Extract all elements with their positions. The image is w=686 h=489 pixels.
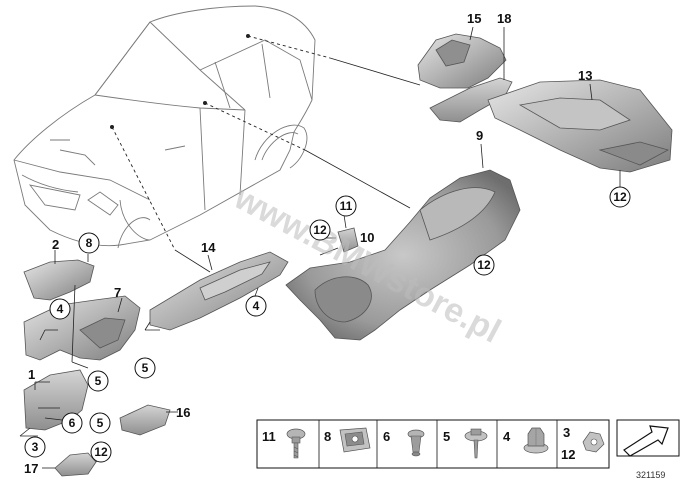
- callout-15: 15: [467, 11, 481, 26]
- clip-nut-icon: [339, 427, 371, 453]
- heat-shield-2: [23, 250, 95, 301]
- callout-14: 14: [201, 240, 216, 255]
- callout-5-middle: 5: [142, 361, 149, 375]
- callout-circle-5c: [134, 357, 156, 379]
- callout-circle-6: [61, 412, 83, 434]
- legend-cell-screw: 11: [262, 428, 306, 459]
- legend-cell-hex-nut: 4: [503, 427, 549, 454]
- callout-circle-5a: [87, 370, 109, 392]
- callout-circle-8: [78, 232, 100, 254]
- callout-circle-11: [335, 195, 357, 217]
- callout-5-lower: 5: [97, 416, 104, 430]
- callout-circle-12b: [309, 219, 331, 241]
- callout-12-tunnel: 12: [477, 258, 491, 272]
- callout-4-left: 4: [57, 302, 64, 316]
- callout-12-rear: 12: [613, 190, 627, 204]
- callout-16: 16: [176, 405, 190, 420]
- callout-1: 1: [28, 367, 35, 382]
- legend-number-12: 12: [561, 447, 575, 462]
- legend-frame: [256, 419, 610, 469]
- legend-cell-clip-nut: 8: [324, 427, 371, 453]
- callout-5-left: 5: [95, 374, 102, 388]
- speed-nut-icon: [582, 431, 605, 453]
- heat-shield-14: [144, 251, 289, 331]
- callout-8: 8: [86, 236, 93, 250]
- legend-number-8: 8: [324, 429, 331, 444]
- legend-number-11: 11: [262, 429, 276, 444]
- callout-4-middle: 4: [253, 299, 260, 313]
- callout-circle-12c: [473, 254, 495, 276]
- hex-nut-icon: [523, 427, 549, 454]
- legend-number-6: 6: [383, 429, 390, 444]
- callout-13: 13: [578, 68, 592, 83]
- heat-shield-9: [285, 169, 521, 341]
- heat-shield-17: [42, 452, 101, 477]
- legend-number-3: 3: [563, 425, 570, 440]
- direction-arrow-icon: [616, 419, 680, 457]
- callout-9: 9: [476, 128, 483, 143]
- legend-cell-push-rivet: 6: [383, 429, 425, 457]
- rivet-icon: [407, 429, 425, 457]
- collar-screw-icon: [464, 428, 488, 459]
- vehicle-outline: [13, 5, 316, 249]
- callout-labels: 2 8 4 7 5 1 6 5 3 17 12 16 14 5 4 11 12 …: [24, 11, 631, 476]
- legend-number-5: 5: [443, 429, 450, 444]
- reference-number: 321159: [636, 470, 665, 480]
- callout-2: 2: [52, 237, 59, 252]
- vehicle-location-leaders: [110, 34, 421, 273]
- callout-10: 10: [360, 230, 374, 245]
- screw-icon: [286, 428, 306, 459]
- heat-shield-13: [487, 79, 673, 173]
- heat-shield-16: [119, 404, 178, 436]
- callout-7: 7: [114, 285, 121, 300]
- callout-6: 6: [69, 416, 76, 430]
- fastener-legend: 11 8 6: [256, 419, 610, 469]
- callout-circle-5b: [89, 412, 111, 434]
- callout-12-lower-left: 12: [94, 445, 108, 459]
- callout-11: 11: [340, 199, 353, 213]
- legend-number-4: 4: [503, 429, 511, 444]
- callout-18: 18: [497, 11, 511, 26]
- callout-circle-4: [49, 298, 71, 320]
- callout-17: 17: [24, 461, 38, 476]
- callout-circle-4b: [245, 295, 267, 317]
- callout-12-bracket: 12: [313, 223, 327, 237]
- callout-circle-12a: [90, 441, 112, 463]
- callout-circle-3: [24, 436, 46, 458]
- bracket-10: [318, 214, 359, 256]
- legend-cell-speed-nut: 3 12: [561, 425, 605, 462]
- heat-shield-15: [417, 33, 507, 89]
- legend-cell-stud: 5: [443, 428, 488, 459]
- callout-3: 3: [32, 440, 39, 454]
